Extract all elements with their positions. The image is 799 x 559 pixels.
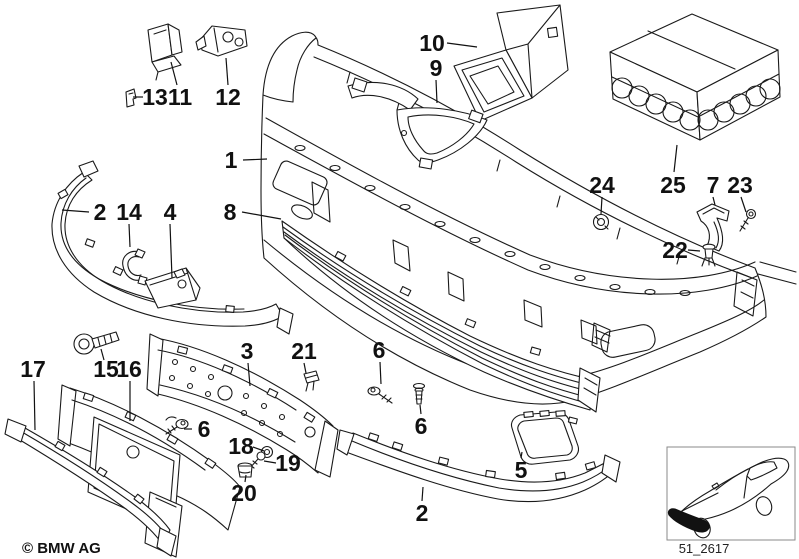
callout-16-17[interactable]: 16: [116, 356, 142, 382]
callout-19-23[interactable]: 19: [275, 450, 301, 476]
callout-1-5[interactable]: 1: [225, 147, 238, 173]
callout-13-0[interactable]: 13: [142, 84, 168, 110]
part-lower-grille: [281, 220, 601, 413]
trim-left-clips: [57, 188, 235, 313]
leader-line-17-15: [33, 380, 36, 431]
carrier-3-holes: [168, 358, 286, 438]
leader-line-6-25: [419, 404, 422, 415]
leader-line-5-26: [520, 451, 523, 459]
leader-line-23-13: [740, 196, 747, 213]
leader-line-21-19: [303, 362, 307, 374]
part-foam-packing-box: [609, 13, 781, 141]
callout-6-20[interactable]: 6: [373, 337, 386, 363]
callout-18-22[interactable]: 18: [228, 433, 254, 459]
part-rivet-22: [701, 243, 716, 267]
callout-8-6[interactable]: 8: [224, 199, 237, 225]
leader-line-20-24: [244, 474, 247, 483]
callout-22-14[interactable]: 22: [662, 237, 688, 263]
bumper-slot-ovals: [294, 144, 691, 297]
leader-line-24-10: [600, 196, 603, 215]
foam-circles: [611, 77, 781, 131]
carrier-3-clips: [176, 345, 316, 423]
leader-line-4-9: [169, 223, 173, 279]
callout-5-26[interactable]: 5: [515, 457, 528, 483]
part-strip-17: [4, 418, 177, 557]
part-screw-23: [739, 208, 757, 232]
leader-line-8-6: [241, 211, 282, 220]
part-headlight-frame: [347, 77, 488, 170]
leader-line-19-23: [263, 460, 277, 464]
callout-15-16[interactable]: 15: [93, 356, 119, 382]
part-bracket-7: [696, 203, 730, 252]
callout-2-7[interactable]: 2: [94, 199, 107, 225]
diagram-code: 51_2617: [679, 541, 730, 556]
part-cap-nut-20: [237, 462, 253, 478]
leader-line-6-20: [379, 361, 382, 385]
part-absorber-5: [510, 409, 580, 465]
leader-line-12-2: [225, 57, 229, 86]
leader-line-14-8: [128, 223, 131, 248]
part-air-duct: [453, 4, 569, 122]
vehicle-thumbnail: 51_2617: [666, 446, 796, 556]
leader-line-7-12: [712, 196, 716, 206]
part-impact-carrier-3: [146, 333, 339, 478]
part-trim-strip-left: [51, 160, 294, 335]
leader-line-22-14: [687, 249, 701, 252]
leader-line-2-7: [61, 209, 90, 213]
part-nut-21: [303, 370, 320, 392]
part-tow-hook-15: [73, 331, 120, 355]
callout-6-21[interactable]: 6: [198, 416, 211, 442]
callout-7-12[interactable]: 7: [707, 172, 720, 198]
bumper-ribs: [311, 181, 598, 345]
callout-20-24[interactable]: 20: [231, 480, 257, 506]
callout-21-19[interactable]: 21: [291, 338, 317, 364]
leader-line-25-11: [673, 144, 678, 173]
copyright-text: © BMW AG: [22, 540, 101, 557]
leader-line-15-16: [100, 348, 105, 361]
callout-25-11[interactable]: 25: [660, 172, 686, 198]
leader-line-2-27: [421, 486, 424, 502]
part-grommet-24: [592, 213, 610, 231]
callout-9-4[interactable]: 9: [430, 55, 443, 81]
part-screw-6-mid: [165, 416, 189, 435]
part-bracket-12: [195, 25, 248, 57]
part-bracket-4: [144, 267, 201, 309]
part-screw-6-right: [367, 386, 393, 404]
trim-right-clips: [367, 432, 597, 481]
grille-clip-tabs: [334, 250, 542, 356]
leader-line-18-22: [252, 446, 265, 452]
part-bracket-11: [147, 23, 183, 81]
part-screw-6-bottom: [412, 382, 426, 405]
leader-line-11-1: [170, 61, 178, 86]
leader-line-10-3: [446, 42, 478, 48]
callout-12-2[interactable]: 12: [215, 84, 241, 110]
leader-line-1-5: [242, 158, 268, 161]
callout-6-25[interactable]: 6: [415, 413, 428, 439]
bumper-duct-slats: [591, 322, 611, 353]
callout-3-18[interactable]: 3: [241, 338, 254, 364]
callout-17-15[interactable]: 17: [20, 356, 46, 382]
car-sketch: [667, 457, 790, 539]
callout-24-10[interactable]: 24: [589, 172, 615, 198]
callout-14-8[interactable]: 14: [116, 199, 142, 225]
part-clamp-14: [122, 248, 148, 286]
absorber-clips: [523, 409, 578, 425]
callout-4-9[interactable]: 4: [164, 199, 177, 225]
callout-2-27[interactable]: 2: [416, 500, 429, 526]
callout-11-1[interactable]: 11: [168, 84, 193, 110]
leader-line-3-18: [247, 362, 251, 387]
part-trim-strip-right: [336, 429, 621, 503]
strip-17-clips: [54, 440, 145, 505]
callout-23-13[interactable]: 23: [727, 172, 753, 198]
highlighted-front-bumper: [667, 508, 710, 533]
part-clip-13: [125, 88, 137, 108]
callout-10-3[interactable]: 10: [419, 30, 445, 56]
leader-line-9-4: [435, 79, 438, 104]
